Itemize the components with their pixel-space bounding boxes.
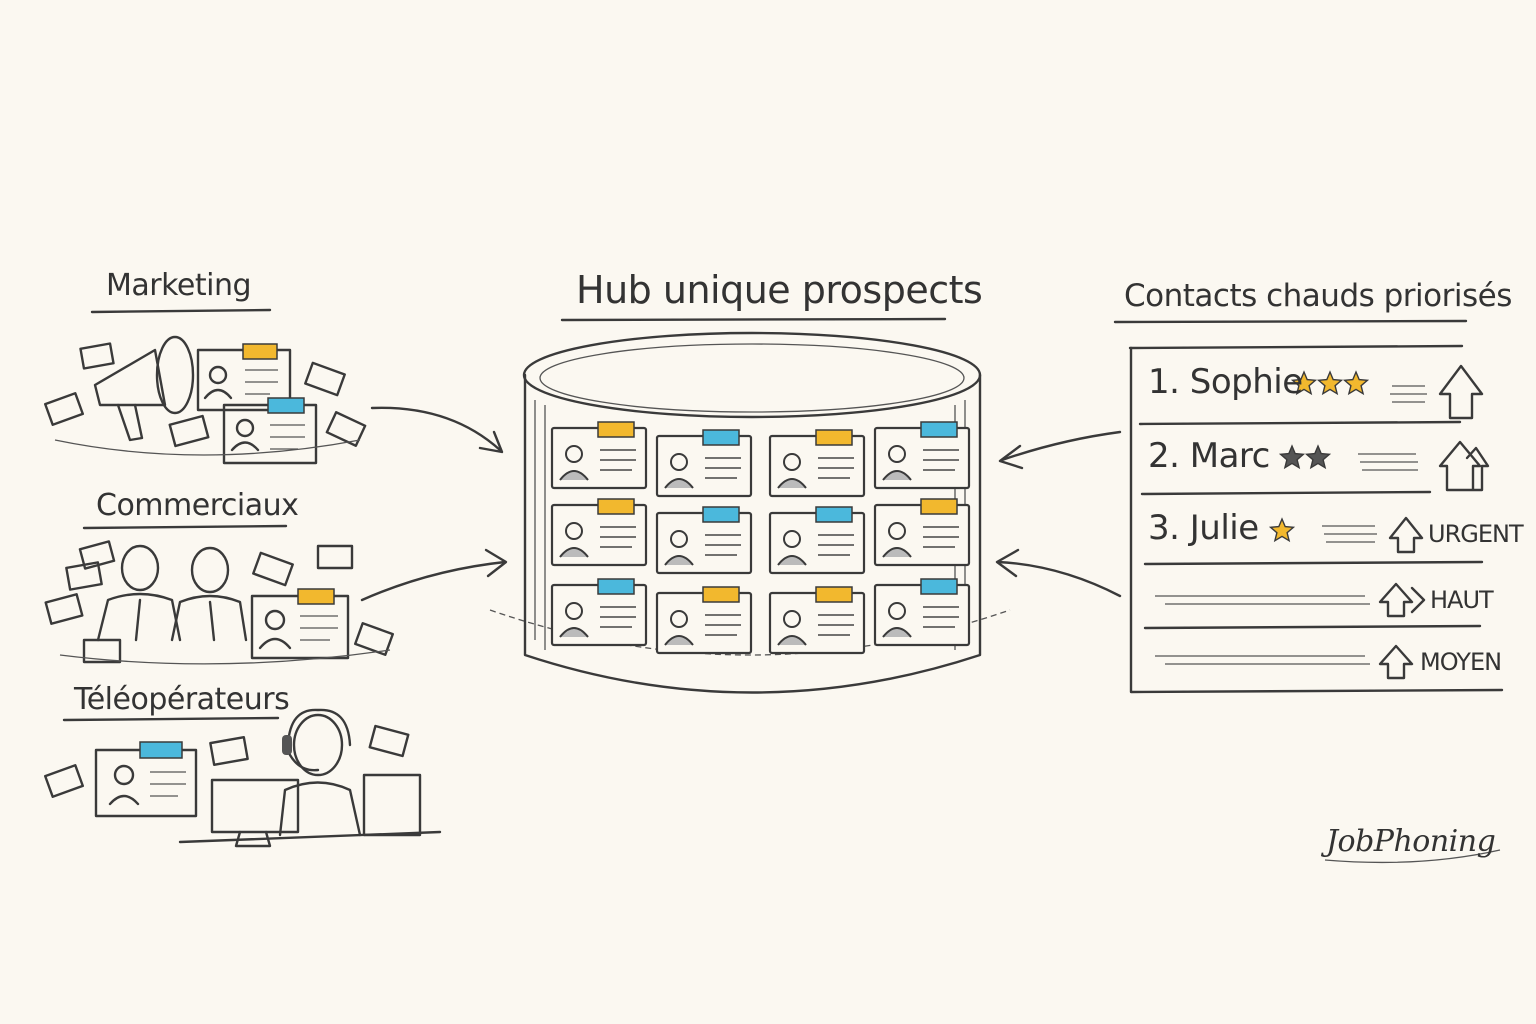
arrow-commerciaux-to-hub bbox=[360, 548, 508, 602]
contact-row-sophie: 1. Sophie bbox=[1148, 362, 1303, 402]
card-tag bbox=[920, 578, 958, 595]
commerciaux-underline bbox=[82, 524, 288, 530]
star-icon bbox=[1304, 444, 1332, 470]
priority-list-title: Contacts chauds priorisés bbox=[1124, 278, 1512, 314]
arrow-up-icon bbox=[1438, 364, 1484, 420]
logo-swash bbox=[1324, 849, 1501, 864]
star-icon bbox=[1268, 517, 1296, 543]
source-label-teleoperateurs: Téléopérateurs bbox=[74, 682, 290, 717]
arrow-up-double-icon bbox=[1438, 440, 1490, 492]
contact-row-julie: 3. Julie bbox=[1148, 508, 1259, 548]
commerciaux-illustration bbox=[44, 540, 394, 665]
star-icon bbox=[1290, 370, 1318, 396]
priority-level-haut: HAUT bbox=[1430, 586, 1494, 614]
card-tag bbox=[815, 586, 853, 603]
hub-contact-card bbox=[655, 429, 753, 498]
star-icon bbox=[1342, 370, 1370, 396]
arrow-list-to-hub-2 bbox=[995, 548, 1122, 598]
card-tag bbox=[920, 498, 958, 515]
priority-stars bbox=[1268, 370, 1370, 543]
megaphone-icon bbox=[93, 335, 195, 442]
source-label-marketing: Marketing bbox=[106, 268, 252, 303]
priority-level-moyen: MOYEN bbox=[1420, 648, 1502, 676]
hub-contact-card bbox=[873, 498, 971, 567]
arrow-marketing-to-hub bbox=[370, 406, 504, 454]
hub-contact-card bbox=[550, 498, 648, 567]
hub-contact-card bbox=[550, 578, 648, 647]
hub-contact-card bbox=[655, 506, 753, 575]
envelope-icon bbox=[44, 540, 394, 664]
hub-contact-cards bbox=[550, 421, 971, 655]
card-tag bbox=[815, 429, 853, 446]
envelope-icon bbox=[44, 342, 367, 448]
hub-contact-card bbox=[550, 421, 648, 490]
marketing-illustration bbox=[44, 335, 367, 465]
teleoperateurs-illustration bbox=[44, 708, 442, 848]
star-icon bbox=[1278, 444, 1306, 470]
contact-card-icon bbox=[196, 343, 318, 465]
arrow-up-moyen-icon bbox=[1378, 644, 1414, 680]
card-tag bbox=[920, 421, 958, 438]
arrow-list-to-hub-1 bbox=[998, 430, 1122, 470]
priority-list-box bbox=[1128, 344, 1504, 694]
hub-contact-card bbox=[768, 506, 866, 575]
card-tag bbox=[702, 429, 740, 446]
salespeople-icon bbox=[96, 544, 248, 642]
list-title-underline bbox=[1113, 319, 1468, 324]
jobphoning-logo: JobPhoning bbox=[1326, 824, 1496, 859]
envelope-icon bbox=[44, 724, 410, 799]
hub-contact-card bbox=[873, 578, 971, 647]
telephone-operator-icon bbox=[178, 708, 442, 848]
contact-row-marc: 2. Marc bbox=[1148, 436, 1270, 476]
contact-card-icon bbox=[250, 588, 350, 660]
card-tag bbox=[597, 421, 635, 438]
card-tag bbox=[597, 498, 635, 515]
star-icon bbox=[1316, 370, 1344, 396]
hub-contact-card bbox=[768, 586, 866, 655]
hub-contact-card bbox=[768, 429, 866, 498]
source-label-commerciaux: Commerciaux bbox=[96, 488, 299, 523]
teleoperateurs-underline bbox=[62, 716, 280, 722]
card-tag bbox=[597, 578, 635, 595]
card-tag bbox=[815, 506, 853, 523]
hub-contact-card bbox=[873, 421, 971, 490]
card-tag bbox=[702, 586, 740, 603]
hub-title: Hub unique prospects bbox=[576, 268, 983, 312]
contact-card-icon bbox=[94, 741, 198, 818]
arrow-up-haut-icon bbox=[1378, 582, 1426, 618]
hub-title-underline bbox=[560, 317, 947, 322]
hub-contact-card bbox=[655, 586, 753, 655]
card-tag bbox=[702, 506, 740, 523]
arrow-up-urgent-icon bbox=[1388, 516, 1424, 554]
marketing-underline bbox=[90, 308, 272, 314]
priority-level-urgent: URGENT bbox=[1428, 520, 1524, 548]
